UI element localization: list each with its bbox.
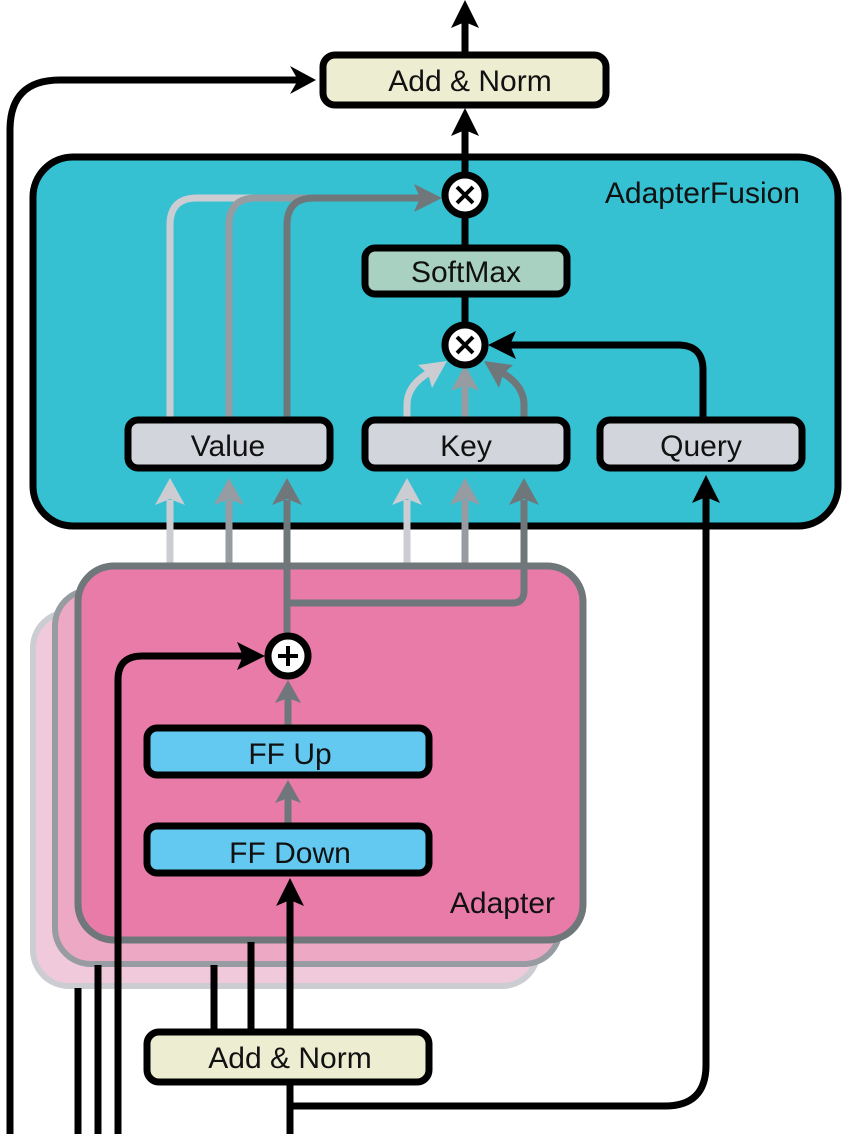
query-input-line [290, 495, 710, 1110]
adapterfusion-title: AdapterFusion [605, 177, 800, 210]
key-box: Key [361, 416, 571, 472]
value-line-light [166, 194, 300, 420]
adapter-out-dark-key [287, 500, 528, 607]
adapter-residual-line [114, 652, 245, 1134]
ff-up-label: FF Up [248, 738, 331, 771]
query-box: Query [596, 416, 806, 472]
key-line-dark [499, 368, 528, 420]
key-label: Key [440, 430, 492, 463]
value-arrowhead [414, 184, 442, 212]
value-line-mid [225, 194, 330, 420]
value-label: Value [191, 430, 266, 463]
softmax-label: SoftMax [411, 256, 521, 289]
query-line [510, 341, 707, 420]
arrowhead [509, 478, 539, 505]
multiply-node-top [441, 171, 489, 219]
ff-down-label: FF Down [229, 837, 351, 870]
ff-down-box: FF Down [143, 822, 433, 877]
output-arrowhead [451, 0, 479, 28]
add-node [264, 632, 312, 680]
arrowhead [450, 478, 480, 505]
arrowhead [451, 108, 479, 136]
arrowhead [290, 66, 316, 94]
key-line-light [403, 368, 432, 420]
multiply-node-bottom [441, 321, 489, 369]
top-add-norm-box: Add & Norm [319, 51, 610, 109]
arrowhead [272, 478, 302, 505]
ff-up-box: FF Up [143, 724, 433, 779]
top-add-norm-label: Add & Norm [388, 65, 551, 98]
key-arrowhead-mid [451, 365, 479, 391]
arrowhead [155, 478, 185, 505]
query-arrowhead [488, 331, 516, 359]
arrowhead [214, 478, 244, 505]
arrowhead [392, 478, 422, 505]
arrowhead [275, 780, 301, 803]
bottom-add-norm-label: Add & Norm [208, 1042, 371, 1075]
residual-line-top [6, 76, 300, 1134]
key-arrowhead-light [418, 361, 447, 388]
value-box: Value [124, 416, 334, 472]
arrowhead [276, 878, 304, 906]
query-input-arrowhead [692, 475, 720, 503]
key-arrowhead-dark [484, 361, 513, 388]
bottom-add-norm-box: Add & Norm [143, 1028, 433, 1086]
adapter-title: Adapter [450, 887, 555, 920]
softmax-box: SoftMax [361, 244, 571, 298]
arrowhead [275, 680, 301, 703]
query-label: Query [660, 430, 742, 463]
value-line-dark [283, 194, 420, 420]
arrowhead [237, 642, 265, 670]
